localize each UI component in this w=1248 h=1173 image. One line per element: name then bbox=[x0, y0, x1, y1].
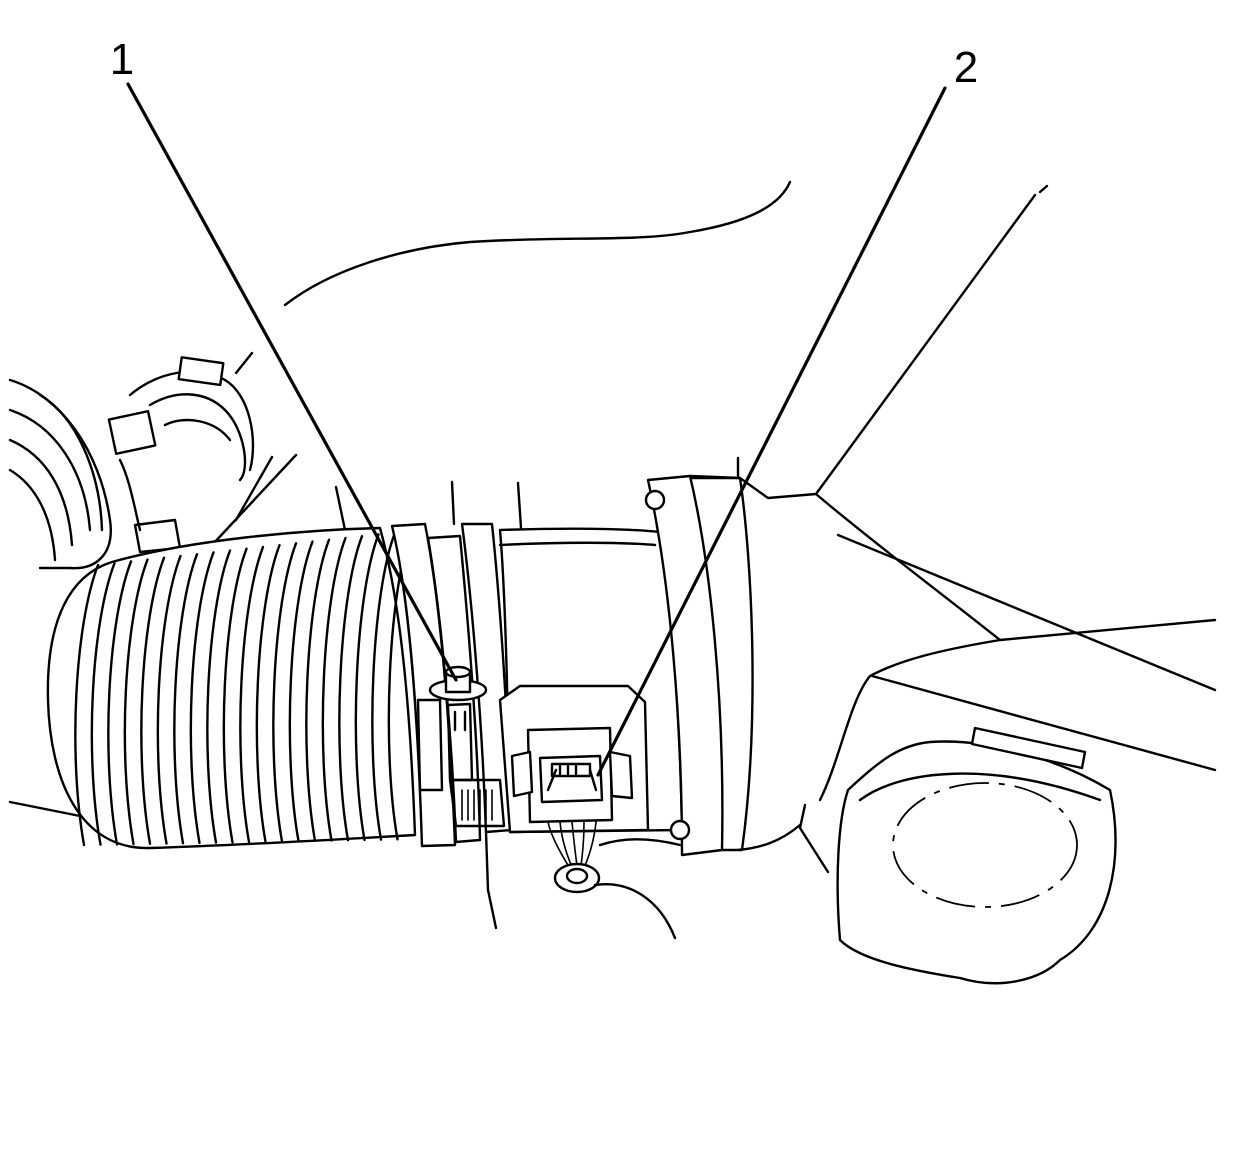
duct-rib bbox=[272, 542, 298, 843]
engine-cover-outline bbox=[8, 180, 1217, 874]
resonator-left bbox=[8, 356, 255, 570]
duct-rib bbox=[321, 536, 347, 842]
duct-rib bbox=[288, 540, 314, 843]
electrical-connector bbox=[510, 726, 682, 940]
duct-rib bbox=[74, 563, 100, 847]
duct-rib bbox=[354, 533, 380, 842]
callout-label-2: 2 bbox=[954, 43, 978, 92]
duct-rib bbox=[305, 538, 331, 842]
duct-rib bbox=[255, 544, 281, 843]
leader-line-2 bbox=[596, 86, 947, 777]
duct-rib bbox=[123, 558, 149, 846]
throttle-cover-right bbox=[836, 726, 1117, 985]
duct-rib bbox=[239, 545, 265, 844]
duct-rib bbox=[107, 560, 133, 846]
leader-line-1 bbox=[126, 82, 458, 682]
duct-rib bbox=[173, 553, 199, 845]
duct-rib bbox=[206, 549, 232, 844]
duct-rib bbox=[156, 554, 182, 845]
leader-lines bbox=[126, 82, 947, 777]
duct-rib bbox=[140, 556, 166, 845]
duct-rib bbox=[90, 562, 116, 846]
callout-label-1: 1 bbox=[110, 35, 134, 84]
duct-rib bbox=[222, 547, 248, 844]
intake-duct bbox=[46, 526, 417, 850]
duct-rib bbox=[371, 531, 397, 841]
duct-rib bbox=[338, 535, 364, 842]
duct-rib bbox=[189, 551, 215, 845]
sensor-flange bbox=[644, 474, 754, 857]
